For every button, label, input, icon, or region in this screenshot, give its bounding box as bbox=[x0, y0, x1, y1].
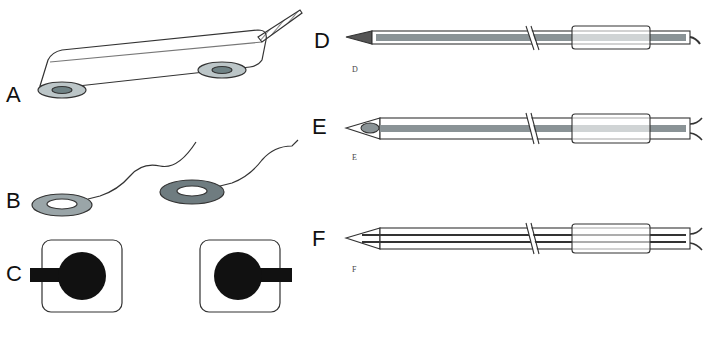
figure-letter: F bbox=[312, 228, 325, 250]
figure-letter: D bbox=[314, 30, 330, 52]
figure-letter: C bbox=[6, 263, 22, 285]
figure-letter: E bbox=[312, 116, 327, 138]
figure-letter: A bbox=[6, 84, 21, 106]
disc-electrodes bbox=[32, 140, 298, 216]
figure-subletter: E bbox=[352, 154, 357, 162]
bipolar-needle bbox=[346, 223, 702, 254]
figure-letter: B bbox=[6, 190, 21, 212]
pad-electrodes bbox=[30, 240, 292, 312]
concentric-needle bbox=[346, 113, 702, 144]
bar-electrode bbox=[38, 10, 302, 98]
figure-subletter: F bbox=[352, 266, 356, 274]
figure-subletter: D bbox=[352, 66, 358, 74]
needle-electrode bbox=[346, 26, 700, 50]
